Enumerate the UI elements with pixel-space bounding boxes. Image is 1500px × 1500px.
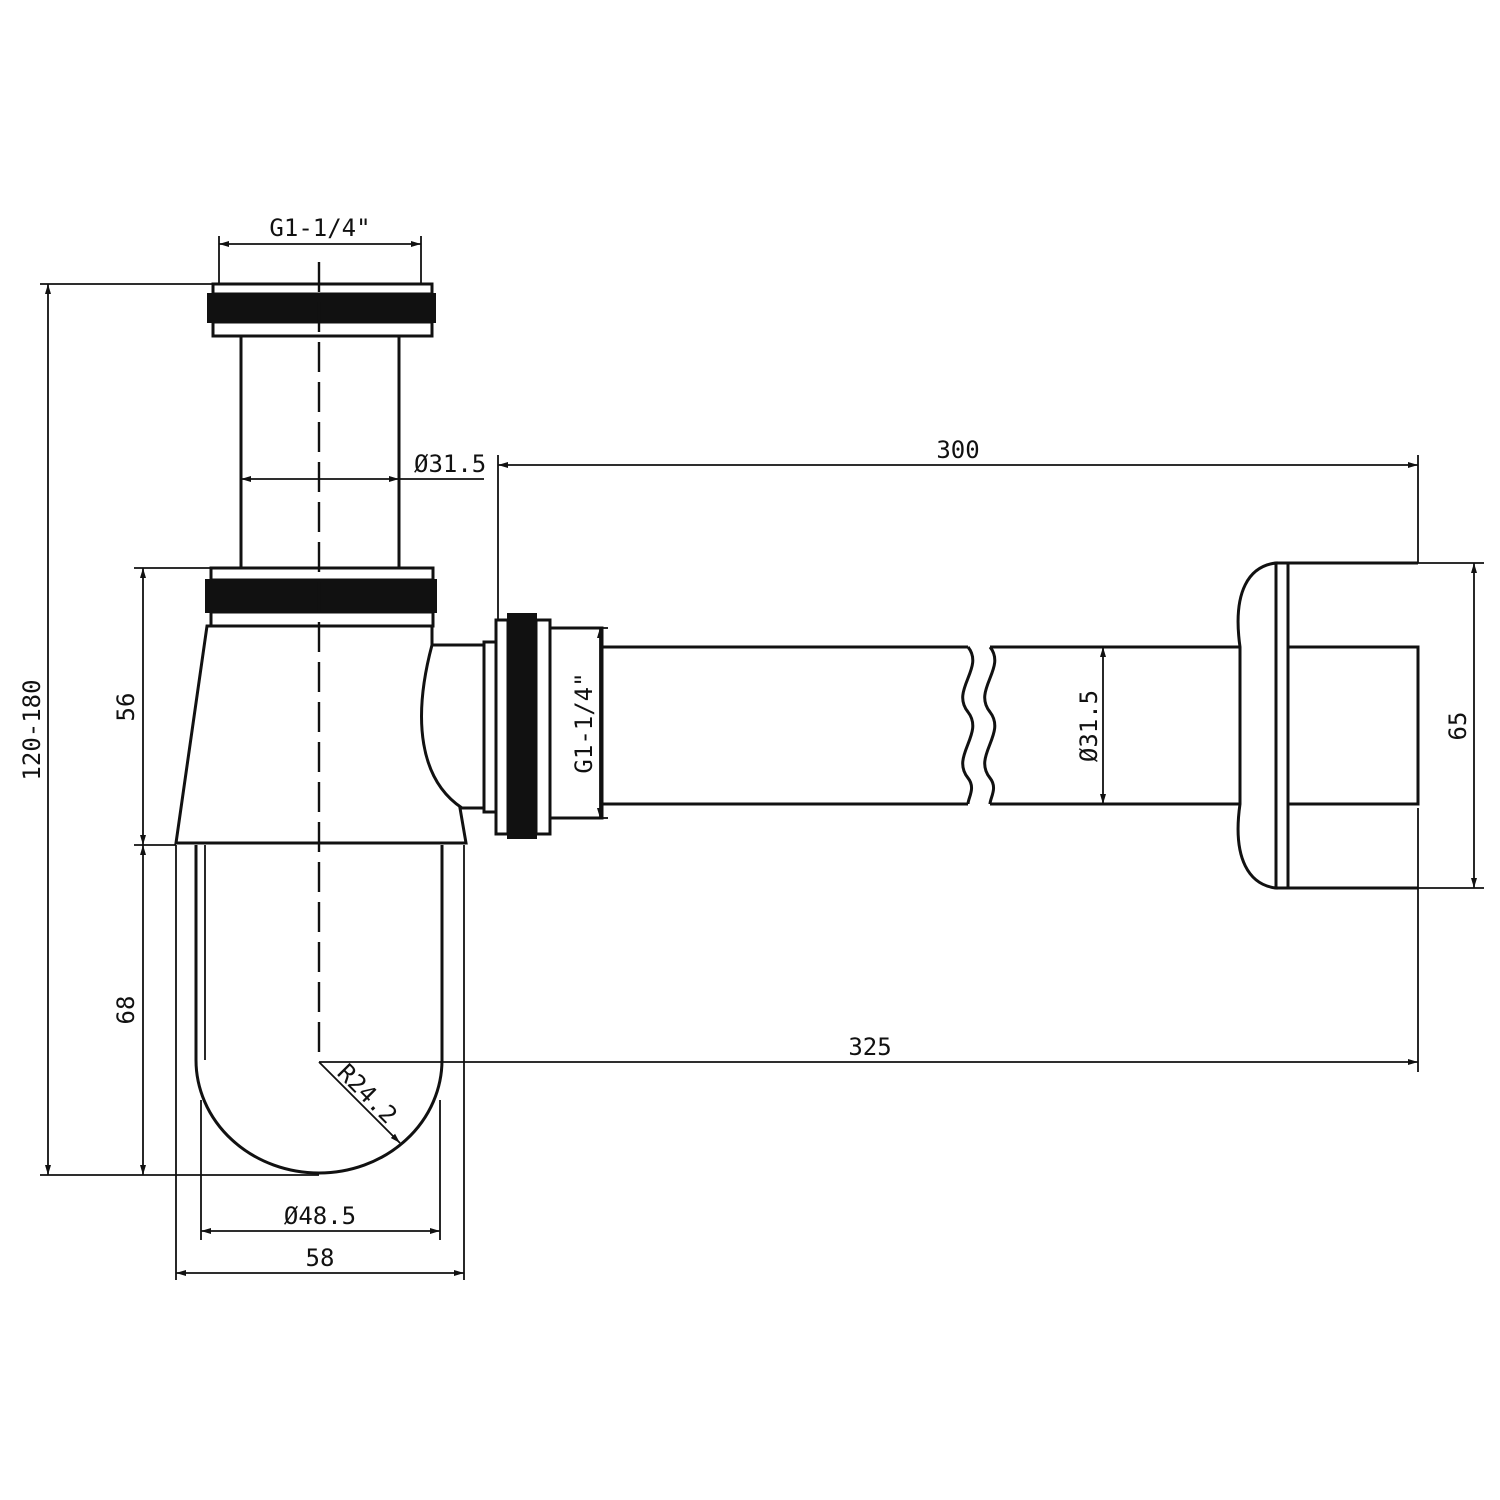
overall-length-label: 325 (848, 1033, 891, 1061)
wall-rosette (1236, 561, 1420, 890)
dim-inlet-thread: G1-1/4" (218, 214, 422, 284)
cup-diameter-label: Ø48.5 (284, 1202, 356, 1230)
outlet-thread-label: G1-1/4" (570, 672, 598, 773)
dim-overall-length: 325 (319, 808, 1419, 1072)
upper-height-label: 56 (112, 693, 140, 722)
outlet-elbow (420, 618, 510, 836)
outlet-nut (507, 613, 604, 839)
dim-pipe-diameter: Ø31.5 (1075, 647, 1106, 804)
dim-rosette-height: 65 (1418, 562, 1484, 889)
wall-pipe (602, 645, 1240, 806)
dim-pipe-length: 300 (497, 436, 1419, 620)
inlet-thread-label: G1-1/4" (269, 214, 370, 242)
body-width-label: 58 (306, 1244, 335, 1272)
tailpiece-tube (239, 336, 401, 568)
pipe-diameter-label: Ø31.5 (1075, 690, 1103, 762)
dim-outlet-thread: G1-1/4" (570, 627, 608, 819)
dim-total-height: 120-180 (18, 283, 319, 1176)
tail-diameter-label: Ø31.5 (414, 450, 486, 478)
dim-lower-height: 68 (112, 845, 146, 1175)
rosette-height-label: 65 (1444, 712, 1472, 741)
pipe-length-label: 300 (936, 436, 979, 464)
dim-tail-diameter: Ø31.5 (241, 450, 486, 482)
lower-height-label: 68 (112, 996, 140, 1025)
total-height-label: 120-180 (18, 679, 46, 780)
inlet-flange (207, 282, 436, 338)
trap-nut (205, 566, 437, 628)
dim-body-width: 58 (175, 845, 465, 1280)
dim-cup-diameter: Ø48.5 (200, 1100, 441, 1240)
